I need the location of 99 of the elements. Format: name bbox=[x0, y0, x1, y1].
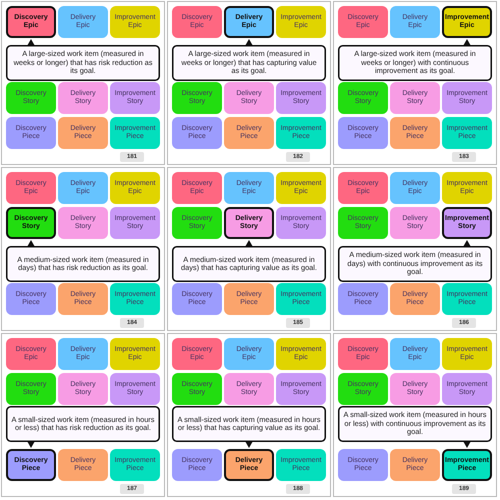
speech-bubble bbox=[172, 39, 326, 81]
work-item-tile bbox=[58, 6, 108, 38]
speech-bubble bbox=[338, 406, 492, 448]
work-item-tile bbox=[338, 172, 388, 204]
work-item-tile bbox=[442, 82, 492, 114]
work-item-tile bbox=[172, 283, 222, 315]
card-panel bbox=[167, 1, 331, 165]
work-item-tile bbox=[338, 207, 388, 239]
card-panel bbox=[333, 167, 497, 331]
work-item-tile bbox=[442, 207, 492, 239]
speech-bubble bbox=[6, 240, 160, 282]
card-panel bbox=[167, 167, 331, 331]
work-item-tile bbox=[110, 373, 160, 405]
work-item-tile bbox=[390, 373, 440, 405]
work-item-tile bbox=[58, 338, 108, 370]
speech-bubble bbox=[338, 240, 492, 282]
work-item-tile bbox=[390, 117, 440, 149]
work-item-tile bbox=[276, 283, 326, 315]
work-item-tile bbox=[110, 283, 160, 315]
work-item-tile bbox=[58, 373, 108, 405]
work-item-tile bbox=[390, 207, 440, 239]
work-item-tile bbox=[390, 82, 440, 114]
work-item-tile bbox=[224, 449, 274, 481]
card-panel bbox=[333, 1, 497, 165]
work-item-tile bbox=[172, 172, 222, 204]
work-item-tile bbox=[6, 207, 56, 239]
work-item-tile bbox=[172, 6, 222, 38]
work-item-tile bbox=[6, 338, 56, 370]
work-item-tile bbox=[224, 82, 274, 114]
work-item-tile bbox=[172, 117, 222, 149]
work-item-tile bbox=[338, 283, 388, 315]
work-item-tile bbox=[224, 117, 274, 149]
work-item-tile bbox=[6, 117, 56, 149]
card-panel bbox=[1, 333, 165, 497]
work-item-tile bbox=[6, 82, 56, 114]
work-item-tile bbox=[442, 449, 492, 481]
work-item-tile bbox=[276, 82, 326, 114]
work-item-tile bbox=[442, 373, 492, 405]
work-item-tile bbox=[6, 283, 56, 315]
work-item-tile bbox=[224, 373, 274, 405]
work-item-tile bbox=[110, 207, 160, 239]
work-item-tile bbox=[224, 283, 274, 315]
work-item-tile bbox=[390, 283, 440, 315]
work-item-tile bbox=[224, 338, 274, 370]
work-item-tile bbox=[110, 6, 160, 38]
work-item-tile bbox=[390, 6, 440, 38]
speech-bubble bbox=[172, 240, 326, 282]
work-item-tile bbox=[338, 117, 388, 149]
work-item-tile bbox=[172, 449, 222, 481]
work-item-tile bbox=[58, 82, 108, 114]
work-item-tile bbox=[276, 338, 326, 370]
speech-bubble bbox=[6, 406, 160, 448]
work-item-tile bbox=[442, 283, 492, 315]
work-item-tile bbox=[276, 172, 326, 204]
work-item-tile bbox=[276, 207, 326, 239]
work-item-tile bbox=[390, 172, 440, 204]
work-item-tile bbox=[442, 338, 492, 370]
work-item-tile bbox=[276, 373, 326, 405]
work-item-tile bbox=[338, 449, 388, 481]
speech-bubble bbox=[6, 39, 160, 81]
work-item-tile bbox=[110, 172, 160, 204]
speech-bubble bbox=[172, 406, 326, 448]
work-item-tile bbox=[172, 207, 222, 239]
work-item-tile bbox=[224, 172, 274, 204]
work-item-tile bbox=[172, 82, 222, 114]
card-panel bbox=[1, 1, 165, 165]
card-panel bbox=[1, 167, 165, 331]
work-item-tile bbox=[58, 283, 108, 315]
work-item-tile bbox=[338, 373, 388, 405]
work-item-tile bbox=[6, 373, 56, 405]
work-item-tile bbox=[6, 172, 56, 204]
work-item-tile bbox=[390, 338, 440, 370]
work-item-tile bbox=[6, 6, 56, 38]
work-item-tile bbox=[58, 207, 108, 239]
work-item-tile bbox=[276, 117, 326, 149]
work-item-tile bbox=[338, 338, 388, 370]
work-item-tile bbox=[276, 6, 326, 38]
work-item-tile bbox=[110, 338, 160, 370]
work-item-tile bbox=[6, 449, 56, 481]
work-item-tile bbox=[224, 6, 274, 38]
work-item-tile bbox=[58, 172, 108, 204]
card-panel bbox=[167, 333, 331, 497]
work-item-tile bbox=[442, 6, 492, 38]
work-item-tile bbox=[110, 117, 160, 149]
work-item-tile bbox=[172, 338, 222, 370]
work-item-tile bbox=[390, 449, 440, 481]
work-item-tile bbox=[338, 6, 388, 38]
work-item-tile bbox=[224, 207, 274, 239]
work-item-tile bbox=[172, 373, 222, 405]
work-item-tile bbox=[58, 117, 108, 149]
card-panel bbox=[333, 333, 497, 497]
work-item-tile bbox=[58, 449, 108, 481]
work-item-tile bbox=[442, 117, 492, 149]
work-item-tile bbox=[110, 82, 160, 114]
speech-bubble bbox=[338, 39, 492, 81]
work-item-tile bbox=[442, 172, 492, 204]
work-item-tile bbox=[110, 449, 160, 481]
work-item-tile bbox=[276, 449, 326, 481]
work-item-tile bbox=[338, 82, 388, 114]
